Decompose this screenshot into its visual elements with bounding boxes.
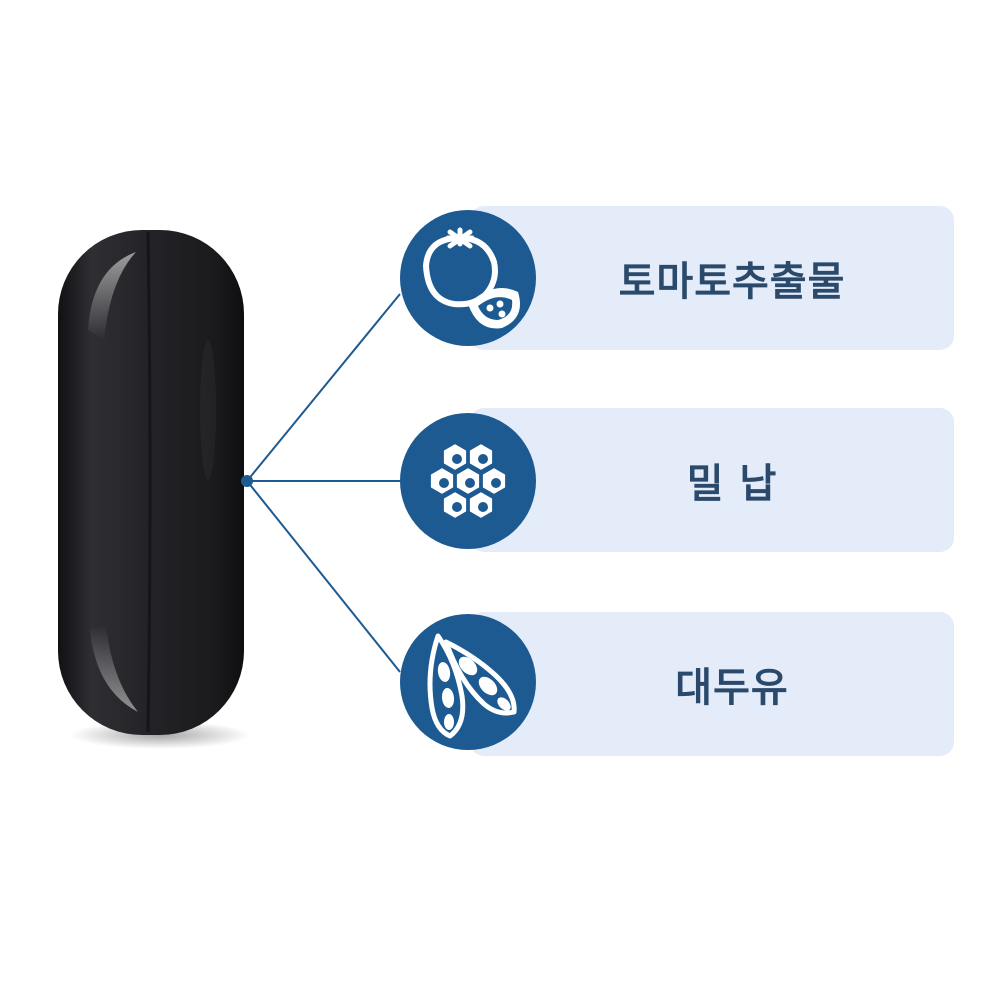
honeycomb-cell-center xyxy=(465,478,475,488)
ingredient-panel-tomato: 토마토추출물 xyxy=(470,206,954,350)
honeycomb-cell-center xyxy=(478,502,488,512)
ingredient-panel-soybean: 대두유 xyxy=(470,612,954,756)
honeycomb-cell-center xyxy=(439,478,449,488)
ingredient-label: 대두유 xyxy=(675,665,789,711)
softgel-capsule-image xyxy=(58,230,250,749)
honeycomb-cell-center xyxy=(452,502,462,512)
honeycomb-cell-center xyxy=(452,454,462,464)
honeycomb-cell-center xyxy=(478,454,488,464)
beeswax-icon xyxy=(398,411,538,551)
connector-dot xyxy=(241,475,253,487)
honeycomb-cell-center xyxy=(491,478,501,488)
tomato-icon xyxy=(398,208,538,348)
ingredient-panel-beeswax: 밀 납 xyxy=(470,408,954,552)
ingredient-label: 토마토추출물 xyxy=(618,259,846,305)
ingredient-label: 밀 납 xyxy=(686,461,778,507)
soybean-icon xyxy=(398,612,538,752)
